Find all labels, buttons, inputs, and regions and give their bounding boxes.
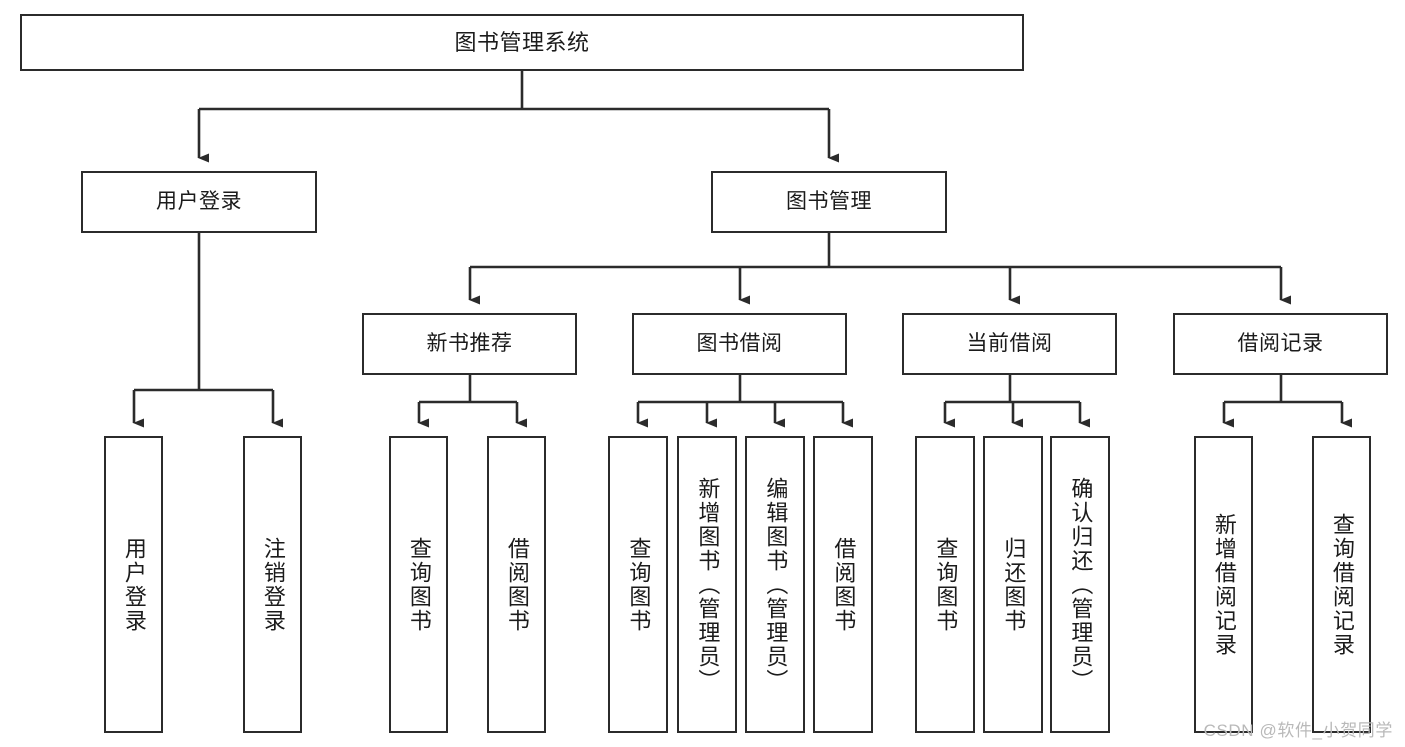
- node-label: 查询图书: [933, 536, 959, 633]
- node-leaf-query-book-2[interactable]: 查询图书: [608, 436, 668, 733]
- node-leaf-query-book-1[interactable]: 查询图书: [389, 436, 448, 733]
- node-leaf-confirm-return[interactable]: 确认归还（管理员）: [1050, 436, 1110, 733]
- node-borrow-record[interactable]: 借阅记录: [1173, 313, 1388, 375]
- node-leaf-user-login[interactable]: 用户登录: [104, 436, 163, 733]
- node-label: 新增图书（管理员）: [695, 476, 721, 693]
- node-label: 查询图书: [626, 536, 652, 633]
- node-label: 借阅图书: [831, 536, 857, 633]
- node-book-borrow[interactable]: 图书借阅: [632, 313, 847, 375]
- node-leaf-return-book[interactable]: 归还图书: [983, 436, 1043, 733]
- node-leaf-add-book[interactable]: 新增图书（管理员）: [677, 436, 737, 733]
- node-leaf-borrow-book-1[interactable]: 借阅图书: [487, 436, 546, 733]
- node-label: 注销登录: [260, 536, 286, 633]
- node-current-borrow[interactable]: 当前借阅: [902, 313, 1117, 375]
- node-label: 新增借阅记录: [1211, 512, 1237, 657]
- node-label: 当前借阅: [966, 331, 1053, 355]
- node-leaf-borrow-book-2[interactable]: 借阅图书: [813, 436, 873, 733]
- node-root[interactable]: 图书管理系统: [20, 14, 1024, 71]
- node-label: 归还图书: [1001, 536, 1027, 633]
- node-leaf-add-record[interactable]: 新增借阅记录: [1194, 436, 1253, 733]
- node-user-login[interactable]: 用户登录: [81, 171, 317, 233]
- node-new-book-rec[interactable]: 新书推荐: [362, 313, 577, 375]
- node-label: 编辑图书（管理员）: [763, 476, 789, 693]
- node-label: 查询借阅记录: [1329, 512, 1355, 657]
- node-book-manage[interactable]: 图书管理: [711, 171, 947, 233]
- node-label: 借阅图书: [504, 536, 530, 633]
- node-label: 借阅记录: [1237, 331, 1324, 355]
- node-label: 用户登录: [156, 189, 242, 213]
- node-leaf-query-record[interactable]: 查询借阅记录: [1312, 436, 1371, 733]
- node-label: 图书借阅: [696, 331, 783, 355]
- csdn-watermark: CSDN @软件_小贺同学: [1203, 721, 1393, 740]
- node-leaf-edit-book[interactable]: 编辑图书（管理员）: [745, 436, 805, 733]
- node-label: 用户登录: [121, 536, 147, 633]
- node-label: 图书管理系统: [454, 29, 590, 55]
- node-label: 新书推荐: [426, 331, 513, 355]
- node-leaf-query-book-3[interactable]: 查询图书: [915, 436, 975, 733]
- node-label: 图书管理: [786, 189, 872, 213]
- node-label: 查询图书: [406, 536, 432, 633]
- node-label: 确认归还（管理员）: [1068, 476, 1094, 693]
- node-leaf-user-logout[interactable]: 注销登录: [243, 436, 302, 733]
